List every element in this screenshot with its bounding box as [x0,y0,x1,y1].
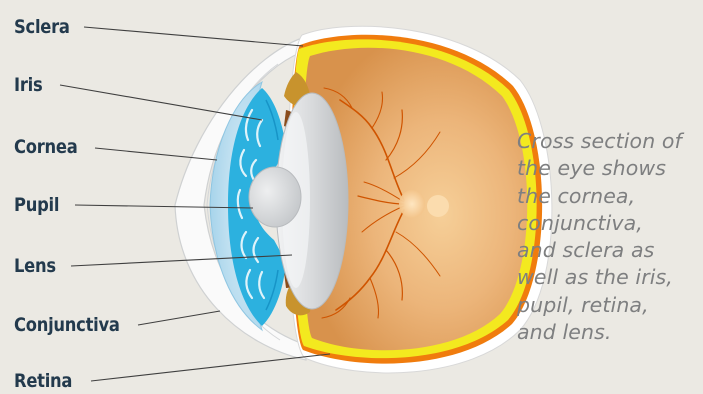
caption-line: the cornea, [517,183,703,210]
label-cornea: Cornea [14,135,77,159]
caption-line: pupil, retina, [517,292,703,319]
caption-line: well as the iris, [517,264,703,291]
sclera-leader-line [84,27,303,46]
conjunctiva-leader-line [138,311,220,325]
caption-line: and lens. [517,319,703,346]
pupil [249,167,301,227]
caption-line: Cross section of [517,128,703,155]
label-lens: Lens [14,254,56,278]
macula [427,195,449,217]
caption-line: conjunctiva, [517,210,703,237]
label-sclera: Sclera [14,15,70,39]
label-retina: Retina [14,369,72,393]
label-pupil: Pupil [14,193,59,217]
caption-line: the eye shows [517,155,703,182]
optic-disc [399,190,425,218]
label-iris: Iris [14,73,42,97]
caption-line: and sclera as [517,237,703,264]
retina-leader-line [91,354,330,381]
diagram-caption: Cross section of the eye shows the corne… [517,128,703,346]
label-conjunctiva: Conjunctiva [14,313,120,337]
